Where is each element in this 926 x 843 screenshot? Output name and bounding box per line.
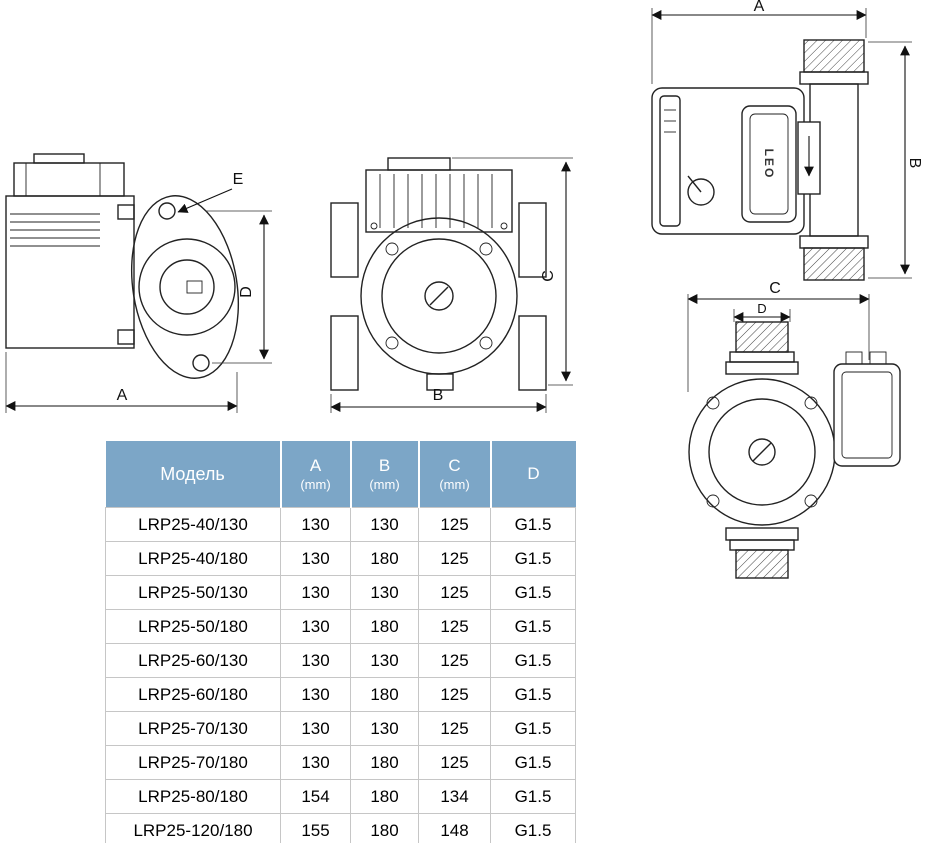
value-cell-c: 125 xyxy=(418,541,491,576)
value-cell-d: G1.5 xyxy=(490,609,576,644)
value-cell-d: G1.5 xyxy=(490,813,576,843)
value-cell-b: 180 xyxy=(350,541,419,576)
column-header-model: Модель xyxy=(105,441,282,508)
value-cell-b: 130 xyxy=(350,643,419,678)
column-header-b: B(mm) xyxy=(350,441,420,508)
column-header-a: A(mm) xyxy=(280,441,352,508)
speed-selector-knob xyxy=(687,178,715,206)
dim-label-c-front: C xyxy=(540,270,557,282)
value-cell-d: G1.5 xyxy=(490,575,576,610)
drawing-top-view: C D xyxy=(687,280,901,579)
value-cell-d: G1.5 xyxy=(490,745,576,780)
dim-label-b-front: B xyxy=(433,387,444,404)
drawing-side-view: D E A xyxy=(5,153,272,413)
value-cell-c: 125 xyxy=(418,711,491,746)
drawing-front-view: C B xyxy=(330,157,573,413)
model-cell: LRP25-70/130 xyxy=(105,711,281,746)
dim-label-a-top: A xyxy=(754,0,765,15)
dim-label-d-side: D xyxy=(238,286,255,298)
value-cell-d: G1.5 xyxy=(490,507,576,542)
model-cell: LRP25-50/130 xyxy=(105,575,281,610)
value-cell-c: 125 xyxy=(418,507,491,542)
value-cell-a: 130 xyxy=(280,575,351,610)
value-cell-b: 180 xyxy=(350,779,419,814)
value-cell-b: 130 xyxy=(350,711,419,746)
value-cell-a: 130 xyxy=(280,643,351,678)
dim-label-e: E xyxy=(233,171,244,188)
dim-label-d-top: D xyxy=(757,301,766,316)
value-cell-b: 180 xyxy=(350,609,419,644)
drawing-installed-view: A LEO B xyxy=(651,0,923,281)
dim-label-b-right: B xyxy=(906,158,923,169)
model-cell: LRP25-120/180 xyxy=(105,813,281,843)
value-cell-d: G1.5 xyxy=(490,779,576,814)
value-cell-c: 125 xyxy=(418,643,491,678)
value-cell-c: 125 xyxy=(418,609,491,644)
value-cell-d: G1.5 xyxy=(490,643,576,678)
dim-label-c-top: C xyxy=(769,280,781,297)
model-cell: LRP25-40/130 xyxy=(105,507,281,542)
value-cell-c: 125 xyxy=(418,745,491,780)
value-cell-a: 130 xyxy=(280,711,351,746)
value-cell-a: 155 xyxy=(280,813,351,843)
value-cell-a: 130 xyxy=(280,609,351,644)
value-cell-a: 130 xyxy=(280,677,351,712)
value-cell-c: 125 xyxy=(418,575,491,610)
dim-label-a-side: A xyxy=(117,387,128,404)
column-header-d: D xyxy=(490,441,576,508)
model-cell: LRP25-70/180 xyxy=(105,745,281,780)
value-cell-b: 130 xyxy=(350,575,419,610)
model-cell: LRP25-50/180 xyxy=(105,609,281,644)
model-cell: LRP25-60/130 xyxy=(105,643,281,678)
value-cell-b: 180 xyxy=(350,813,419,843)
leader-line-e xyxy=(177,188,233,213)
value-cell-d: G1.5 xyxy=(490,711,576,746)
value-cell-a: 154 xyxy=(280,779,351,814)
model-cell: LRP25-80/180 xyxy=(105,779,281,814)
value-cell-c: 134 xyxy=(418,779,491,814)
brand-nameplate: LEO xyxy=(762,149,776,180)
value-cell-c: 125 xyxy=(418,677,491,712)
value-cell-b: 180 xyxy=(350,677,419,712)
value-cell-d: G1.5 xyxy=(490,677,576,712)
value-cell-b: 130 xyxy=(350,507,419,542)
value-cell-a: 130 xyxy=(280,745,351,780)
model-cell: LRP25-40/180 xyxy=(105,541,281,576)
model-cell: LRP25-60/180 xyxy=(105,677,281,712)
value-cell-a: 130 xyxy=(280,541,351,576)
value-cell-d: G1.5 xyxy=(490,541,576,576)
value-cell-c: 148 xyxy=(418,813,491,843)
column-header-c: C(mm) xyxy=(418,441,492,508)
value-cell-b: 180 xyxy=(350,745,419,780)
value-cell-a: 130 xyxy=(280,507,351,542)
